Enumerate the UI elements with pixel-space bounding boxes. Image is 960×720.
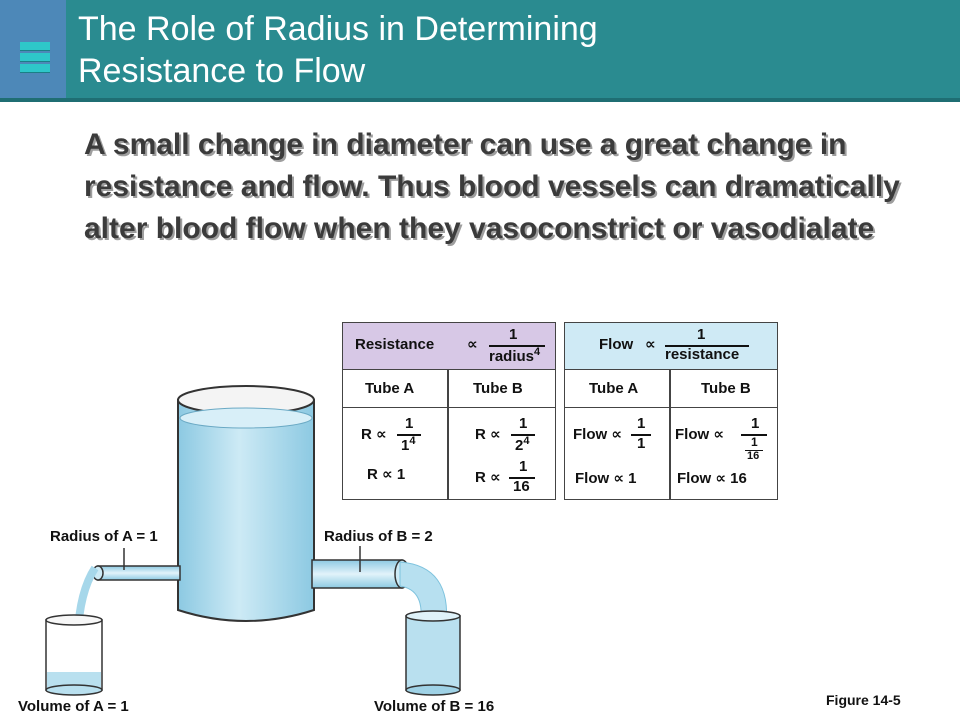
resistance-head-denominator: radius4 [489, 346, 541, 365]
flow-table-header [565, 323, 777, 370]
flow-a-den: 1 [637, 435, 646, 452]
proportional-symbol: ∝ [645, 336, 656, 353]
flow-a-flow: Flow ∝ [573, 426, 623, 443]
tank [177, 385, 315, 622]
resistance-b-r2: R ∝ [475, 469, 501, 486]
title-line-1: The Role of Radius in Determining [78, 10, 598, 48]
flow-a-num: 1 [637, 415, 646, 432]
flow-b-inner-num: 1 [751, 435, 758, 449]
fraction-line [509, 477, 535, 479]
flow-head-denominator: resistance [665, 346, 740, 363]
resistance-a-r: R ∝ [361, 426, 387, 443]
flow-table: Flow ∝ 1 resistance Tube A Tube B Flow ∝… [564, 322, 778, 500]
page-title: The Role of Radius in Determining Resist… [78, 8, 948, 92]
resistance-b-res-num: 1 [519, 458, 528, 475]
resistance-b-num: 1 [519, 415, 528, 432]
fraction-line [631, 434, 651, 436]
body-paragraph: A small change in diameter can use a gre… [84, 128, 900, 245]
header-bar [0, 0, 960, 100]
tube-b [311, 559, 448, 627]
resistance-head-numerator: 1 [509, 326, 518, 343]
fraction-line [511, 434, 535, 436]
flow-col-b: Tube B [701, 380, 751, 397]
resistance-a-result: R ∝ 1 [367, 466, 406, 483]
fraction-line [741, 434, 767, 436]
flow-head-numerator: 1 [697, 326, 706, 343]
resistance-col-a: Tube A [365, 380, 415, 397]
resistance-b-den: 24 [515, 435, 530, 454]
fraction-line [665, 345, 749, 347]
flow-a-result: Flow ∝ 1 [575, 470, 637, 487]
header-divider [0, 98, 960, 102]
resistance-table: Resistance ∝ 1 radius4 Tube A Tube B R ∝… [342, 322, 556, 500]
volume-a-label: Volume of A = 1 [18, 698, 129, 715]
flow-label: Flow [599, 336, 634, 353]
beaker-a [45, 614, 103, 696]
resistance-column-headers [343, 369, 555, 408]
menu-bars-icon [20, 42, 50, 75]
resistance-a-num: 1 [405, 415, 414, 432]
header-accent [0, 0, 66, 100]
radius-a-label: Radius of A = 1 [50, 528, 158, 545]
fraction-line [745, 450, 763, 451]
flow-column-headers [565, 369, 777, 408]
flow-b-result: Flow ∝ 16 [677, 470, 747, 487]
resistance-col-b: Tube B [473, 380, 523, 397]
resistance-a-den: 14 [401, 435, 416, 454]
proportional-symbol: ∝ [467, 336, 478, 353]
column-divider [447, 369, 449, 499]
resistance-b-res-den: 16 [513, 478, 530, 495]
beaker-b [405, 610, 461, 696]
resistance-b-r: R ∝ [475, 426, 501, 443]
flow-b-flow: Flow ∝ [675, 426, 725, 443]
fraction-line [489, 345, 545, 347]
title-line-2: Resistance to Flow [78, 52, 366, 90]
volume-b-label: Volume of B = 16 [374, 698, 495, 715]
fraction-line [397, 434, 421, 436]
figure-label: Figure 14-5 [826, 692, 901, 708]
flow-b-num: 1 [751, 415, 760, 432]
flow-col-a: Tube A [589, 380, 639, 397]
flow-b-inner-den: 16 [747, 450, 760, 462]
column-divider [669, 369, 671, 499]
resistance-label: Resistance [355, 336, 435, 353]
radius-b-label: Radius of B = 2 [324, 528, 433, 545]
resistance-table-header [343, 323, 555, 370]
